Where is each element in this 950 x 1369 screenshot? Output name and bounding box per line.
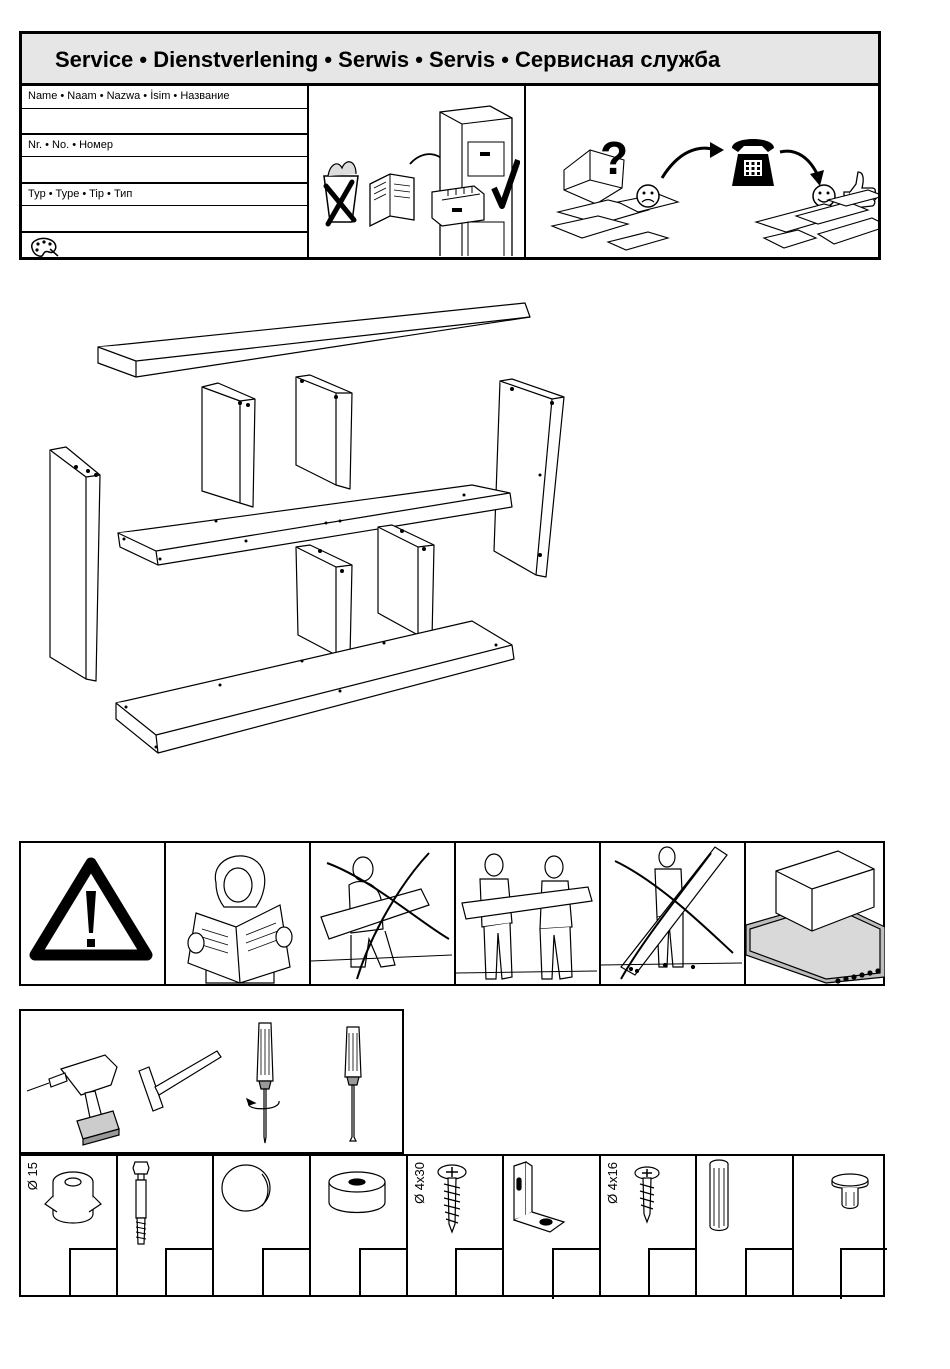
name-field[interactable] (22, 109, 307, 131)
quantity-box (165, 1248, 212, 1295)
cam-bolt-icon (126, 1160, 156, 1248)
drill-icon (27, 1055, 119, 1145)
quantity-box (359, 1248, 406, 1295)
safety-warnings (19, 841, 885, 986)
hammer-icon (139, 1051, 221, 1111)
contact-illustration: ? (528, 92, 878, 258)
screw-4x30-icon (434, 1162, 470, 1234)
service-title: Service • Dienstverlening • Serwis • Ser… (55, 47, 720, 73)
sad-face-icon (637, 185, 659, 207)
warning-triangle-icon (21, 843, 162, 984)
screw-4x16-icon (631, 1164, 663, 1224)
crossed-bin-icon (324, 162, 358, 224)
service-form: Name • Naam • Nazwa • İsim • Название Nr… (22, 86, 308, 260)
left-side-panel (50, 447, 100, 681)
hardware-size-label: Ø 4x16 (605, 1162, 620, 1204)
hardware-cell (214, 1156, 311, 1295)
one-person-lifting-crossed-icon (311, 843, 452, 984)
upright-panel-crossed-icon (601, 843, 742, 984)
hardware-cell: Ø 4x30 (408, 1156, 504, 1295)
hardware-size-label: Ø 4x30 (412, 1162, 427, 1204)
single-lift-crossed-cell (311, 843, 456, 984)
manual-icon (370, 174, 414, 226)
file-cabinet-icon (432, 106, 512, 256)
tools-box (19, 1009, 404, 1154)
tools-illustration (21, 1011, 402, 1152)
reading-manual-icon (166, 843, 307, 984)
quantity-box (455, 1248, 502, 1295)
number-field[interactable] (22, 157, 307, 181)
telephone-icon (732, 139, 774, 186)
angle-bracket-icon (508, 1160, 572, 1236)
hardware-cell (697, 1156, 794, 1295)
spacer-ring-icon (327, 1170, 387, 1216)
name-field-label: Name • Naam • Nazwa • İsim • Название (28, 90, 229, 102)
type-field[interactable] (22, 206, 307, 230)
quantity-box (69, 1248, 116, 1295)
two-person-carry-cell (456, 843, 601, 984)
upper-divider-right (296, 375, 352, 489)
flat-screwdriver-icon (345, 1027, 361, 1141)
cover-cap-icon (218, 1160, 274, 1216)
type-field-label: Typ • Type • Tip • Тип (28, 188, 132, 200)
quantity-box (262, 1248, 309, 1295)
upright-panel-crossed-cell (601, 843, 746, 984)
hardware-cell (504, 1156, 601, 1295)
palette-icon (28, 236, 60, 258)
service-header: Service • Dienstverlening • Serwis • Ser… (22, 34, 878, 86)
quantity-box (552, 1248, 599, 1299)
hardware-cell (118, 1156, 214, 1295)
phillips-screwdriver-icon (247, 1023, 279, 1143)
reading-manual-cell (166, 843, 311, 984)
service-box: Service • Dienstverlening • Serwis • Ser… (19, 31, 881, 260)
quantity-box (840, 1248, 887, 1299)
wooden-dowel-icon (705, 1158, 733, 1234)
two-people-carrying-icon (456, 843, 597, 984)
hardware-size-label: Ø 15 (25, 1162, 40, 1190)
upper-divider-left (202, 383, 255, 507)
question-mark-icon: ? (600, 132, 628, 184)
hardware-cell: Ø 15 (21, 1156, 118, 1295)
quantity-box (745, 1248, 792, 1295)
shelf-pin-icon (830, 1170, 870, 1212)
storage-illustration (312, 94, 520, 256)
shelf-exploded-view (40, 295, 580, 765)
lower-divider-right (378, 525, 434, 639)
cam-lock-icon (43, 1166, 103, 1232)
right-side-panel (494, 379, 564, 577)
assemble-on-carpet-icon (746, 843, 885, 984)
top-board (98, 303, 530, 377)
hardware-cell (794, 1156, 887, 1295)
lower-divider-left (296, 545, 352, 657)
hardware-cell: Ø 4x16 (601, 1156, 697, 1295)
hardware-list: Ø 15 Ø 4x30 (19, 1154, 885, 1297)
hardware-cell (311, 1156, 408, 1295)
soft-surface-cell (746, 843, 887, 984)
number-field-label: Nr. • No. • Номер (28, 139, 113, 151)
warning-cell (21, 843, 166, 984)
quantity-box (648, 1248, 695, 1295)
